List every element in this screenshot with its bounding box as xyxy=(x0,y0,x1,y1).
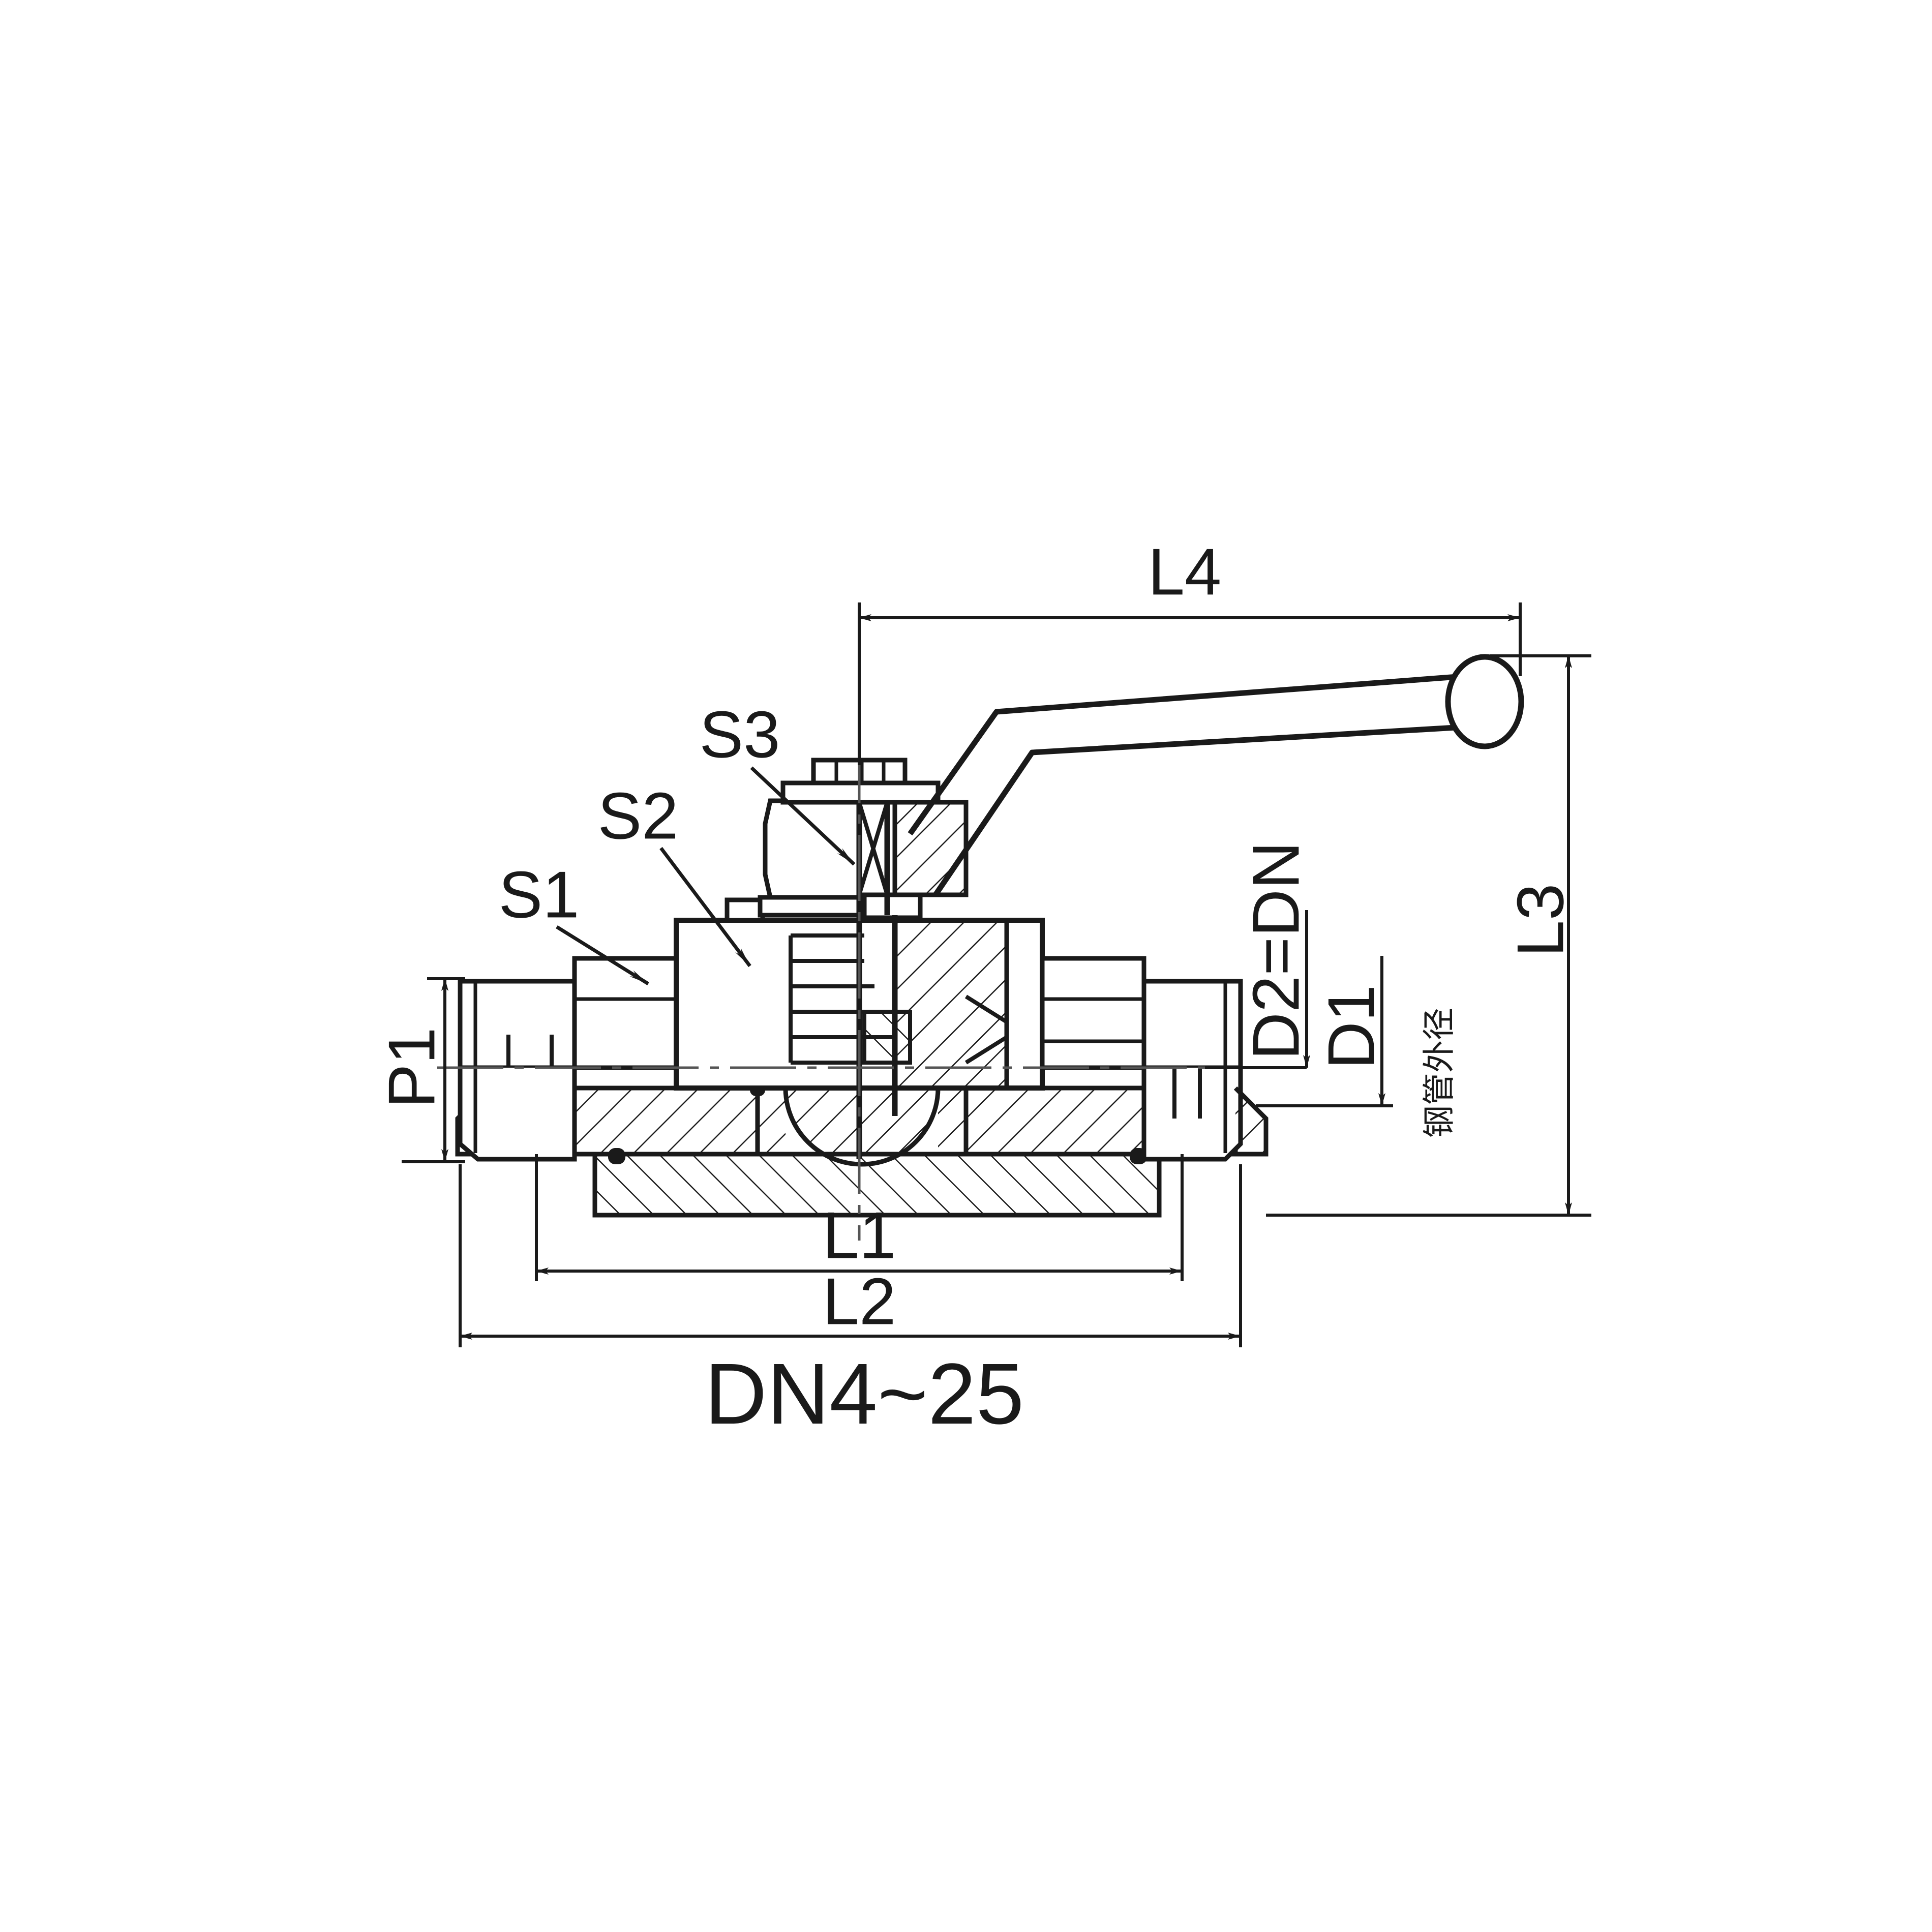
right-end-fitting xyxy=(1040,956,1269,1162)
dimension-d2 xyxy=(1205,910,1310,1069)
dimension-l3 xyxy=(1266,654,1591,1217)
part-label-s2: S2 xyxy=(597,778,678,853)
annotation-pipe-outer-diameter: 钢管外径 xyxy=(1421,1008,1459,1138)
valve-assembly xyxy=(455,654,1524,1218)
leader-s1 xyxy=(556,925,649,985)
centerlines xyxy=(437,737,1302,1241)
leader-s3 xyxy=(750,766,856,866)
dimension-label-l3: L3 xyxy=(1503,884,1577,957)
dimension-label-l2: L2 xyxy=(823,1264,896,1338)
dimension-label-l4: L4 xyxy=(1148,534,1222,609)
dimension-label-d2: D2=DN xyxy=(1239,841,1313,1060)
leader-lines xyxy=(556,766,856,985)
part-label-s3: S3 xyxy=(699,697,780,771)
dimension-l1 xyxy=(535,1154,1184,1281)
dimension-label-l1: L1 xyxy=(823,1198,896,1272)
handle-lever xyxy=(908,654,1524,897)
part-label-s1: S1 xyxy=(498,857,579,931)
leader-s2 xyxy=(659,847,751,968)
dimension-l4 xyxy=(858,602,1522,765)
left-end-fitting xyxy=(458,956,679,1162)
drawing-caption: DN4~25 xyxy=(705,1346,1024,1442)
dimension-d1 xyxy=(1256,956,1393,1107)
dimension-label-d1: D1 xyxy=(1314,985,1388,1069)
dimension-l2 xyxy=(459,1164,1242,1347)
dimension-label-p1: P1 xyxy=(374,1027,448,1108)
dimension-p1 xyxy=(402,977,465,1163)
